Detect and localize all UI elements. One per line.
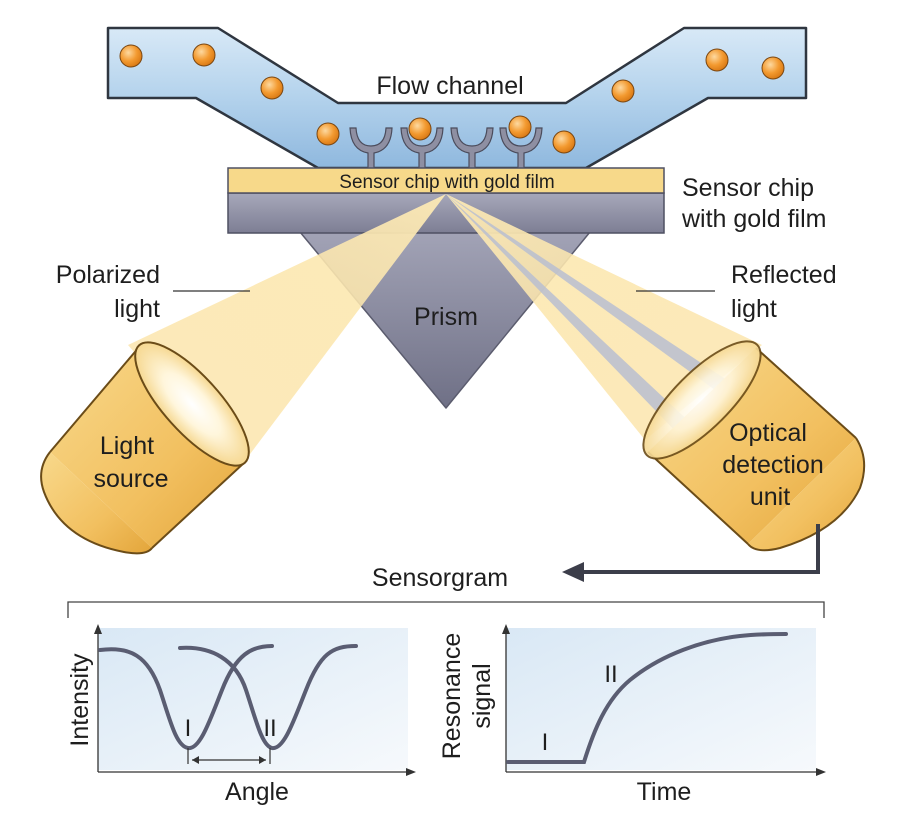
- reflected-label-line2: light: [731, 295, 777, 323]
- particle: [705, 48, 729, 72]
- receptor: [400, 127, 444, 171]
- light-source-label-line2: source: [93, 465, 168, 493]
- detector-label-line2: detection: [722, 451, 823, 479]
- particle: [260, 76, 284, 100]
- angle-plot-x-label: Angle: [225, 778, 289, 806]
- angle-plot: [94, 624, 416, 776]
- detector-aperture: [642, 340, 762, 460]
- reflected-label-line1: Reflected: [731, 261, 837, 289]
- light-source-aperture: [134, 341, 250, 467]
- polarized-label-line2: light: [114, 295, 160, 323]
- polarized-label-line1: Polarized: [56, 261, 160, 289]
- resonance-curve-ii: [178, 644, 358, 750]
- surface-receptors: [349, 127, 543, 171]
- angle-plot-y-label: Intensity: [66, 653, 94, 747]
- chip-side-label-line2: with gold film: [681, 205, 827, 233]
- flow-channel-label: Flow channel: [376, 72, 523, 100]
- reflected-dark-band: [446, 194, 736, 398]
- gold-film: [227, 167, 665, 194]
- particle: [316, 122, 340, 146]
- particle: [611, 79, 635, 103]
- particle: [119, 44, 143, 68]
- chip-inline-label: Sensor chip with gold film: [339, 172, 554, 193]
- association-curve: [506, 632, 788, 764]
- angle-plot-dip-i-label: I: [185, 715, 192, 742]
- sensorgram-label: Sensorgram: [372, 564, 508, 592]
- particle: [761, 56, 785, 80]
- particle: [408, 117, 432, 141]
- signal-arrow: [562, 524, 820, 582]
- receptor: [450, 127, 494, 171]
- receptor: [499, 127, 543, 171]
- particle: [552, 130, 576, 154]
- chip-side-label-line1: Sensor chip: [682, 174, 814, 202]
- time-plot-phase-ii-label: II: [604, 661, 617, 688]
- analyte-particles: [119, 43, 785, 154]
- time-plot-background: [506, 628, 816, 770]
- detector-label-line3: unit: [750, 483, 790, 511]
- light-source-label-line1: Light: [100, 432, 154, 460]
- flow-channel: [106, 26, 808, 170]
- particle: [508, 115, 532, 139]
- bound-particles: [408, 115, 532, 141]
- sensorgram-bracket: [67, 601, 825, 618]
- optical-detection-unit: [642, 340, 866, 552]
- time-plot-x-label: Time: [637, 778, 692, 806]
- time-plot: [502, 624, 826, 776]
- angle-plot-dip-ii-label: II: [263, 715, 276, 742]
- chip-base: [227, 192, 665, 234]
- detector-label-line1: Optical: [729, 419, 807, 447]
- prism-label: Prism: [414, 303, 478, 331]
- sensor-chip: [227, 167, 665, 234]
- time-plot-y-label-line1: Resonance: [438, 633, 466, 759]
- receptor: [349, 127, 393, 171]
- reflected-dark-band: [446, 194, 696, 440]
- light-source: [40, 341, 250, 555]
- particle: [192, 43, 216, 67]
- time-plot-y-label-line2: signal: [468, 663, 496, 728]
- time-plot-phase-i-label: I: [542, 729, 549, 756]
